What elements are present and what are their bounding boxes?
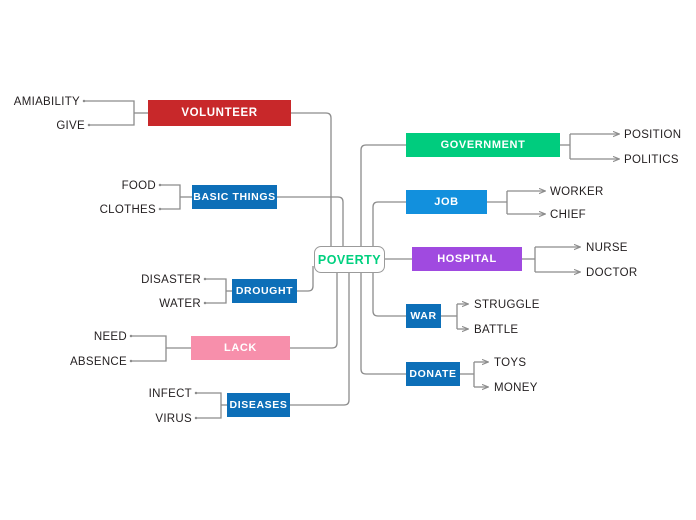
leaf-label-battle: BATTLE bbox=[474, 322, 559, 337]
branch-node-job-label: JOB bbox=[434, 196, 459, 208]
leaf-text: BATTLE bbox=[474, 323, 519, 336]
leaf-label-money: MONEY bbox=[494, 380, 574, 395]
branch-node-drought[interactable]: DROUGHT bbox=[232, 279, 297, 303]
leaf-label-disaster: DISASTER bbox=[110, 272, 201, 287]
leaf-label-struggle: STRUGGLE bbox=[474, 297, 559, 312]
branch-node-basic-things-label: BASIC THINGS bbox=[193, 191, 276, 203]
leaf-text: CHIEF bbox=[550, 208, 586, 221]
branch-node-donate-label: DONATE bbox=[409, 368, 457, 380]
leaf-text: VIRUS bbox=[155, 412, 192, 425]
leaf-text: AMIABILITY bbox=[13, 95, 80, 108]
leaf-text: DOCTOR bbox=[586, 266, 638, 279]
leaf-label-worker: WORKER bbox=[550, 184, 630, 199]
leaf-label-toys: TOYS bbox=[494, 355, 574, 370]
branch-node-donate[interactable]: DONATE bbox=[406, 362, 460, 386]
leaf-text: POLITICS bbox=[624, 153, 679, 166]
leaf-label-give: GIVE bbox=[0, 118, 85, 133]
branch-node-volunteer-label: VOLUNTEER bbox=[181, 107, 258, 119]
leaf-text: NEED bbox=[93, 330, 127, 343]
leaf-text: POSITION bbox=[624, 128, 682, 141]
center-node-poverty[interactable]: POVERTY bbox=[314, 246, 385, 273]
leaf-text: STRUGGLE bbox=[474, 298, 540, 311]
center-node-label: POVERTY bbox=[317, 252, 382, 267]
branch-node-hospital-label: HOSPITAL bbox=[437, 253, 497, 265]
branch-node-volunteer[interactable]: VOLUNTEER bbox=[148, 100, 291, 126]
leaf-label-nurse: NURSE bbox=[586, 240, 666, 255]
leaf-label-absence: ABSENCE bbox=[40, 354, 127, 369]
branch-node-government[interactable]: GOVERNMENT bbox=[406, 133, 560, 157]
leaf-text: TOYS bbox=[494, 356, 527, 369]
leaf-label-infect: INFECT bbox=[105, 386, 192, 401]
leaf-text: WORKER bbox=[550, 185, 604, 198]
leaf-label-water: WATER bbox=[110, 296, 201, 311]
leaf-label-amiability: AMIABILITY bbox=[0, 94, 80, 109]
branch-node-war-label: WAR bbox=[410, 310, 437, 322]
branch-node-hospital[interactable]: HOSPITAL bbox=[412, 247, 522, 271]
leaf-label-virus: VIRUS bbox=[105, 411, 192, 426]
branch-node-war[interactable]: WAR bbox=[406, 304, 441, 328]
leaf-label-food: FOOD bbox=[70, 178, 156, 193]
branch-node-lack-label: LACK bbox=[224, 342, 257, 354]
branch-node-diseases[interactable]: DISEASES bbox=[227, 393, 290, 417]
leaf-text: FOOD bbox=[121, 179, 156, 192]
leaf-label-chief: CHIEF bbox=[550, 207, 630, 222]
branch-node-diseases-label: DISEASES bbox=[229, 399, 288, 411]
branch-node-government-label: GOVERNMENT bbox=[440, 139, 526, 151]
leaf-label-politics: POLITICS bbox=[624, 152, 694, 167]
branch-node-lack[interactable]: LACK bbox=[191, 336, 290, 360]
leaf-label-doctor: DOCTOR bbox=[586, 265, 666, 280]
leaf-text: WATER bbox=[159, 297, 201, 310]
leaf-label-clothes: CLOTHES bbox=[70, 202, 156, 217]
leaf-text: CLOTHES bbox=[99, 203, 156, 216]
leaf-text: ABSENCE bbox=[69, 355, 127, 368]
leaf-text: DISASTER bbox=[141, 273, 201, 286]
leaf-label-need: NEED bbox=[40, 329, 127, 344]
leaf-text: INFECT bbox=[148, 387, 192, 400]
branch-node-job[interactable]: JOB bbox=[406, 190, 487, 214]
branch-node-basic-things[interactable]: BASIC THINGS bbox=[192, 185, 277, 209]
leaf-label-position: POSITION bbox=[624, 127, 694, 142]
leaf-text: GIVE bbox=[56, 119, 85, 132]
branch-node-drought-label: DROUGHT bbox=[235, 285, 294, 297]
leaf-text: NURSE bbox=[586, 241, 628, 254]
leaf-text: MONEY bbox=[494, 381, 538, 394]
